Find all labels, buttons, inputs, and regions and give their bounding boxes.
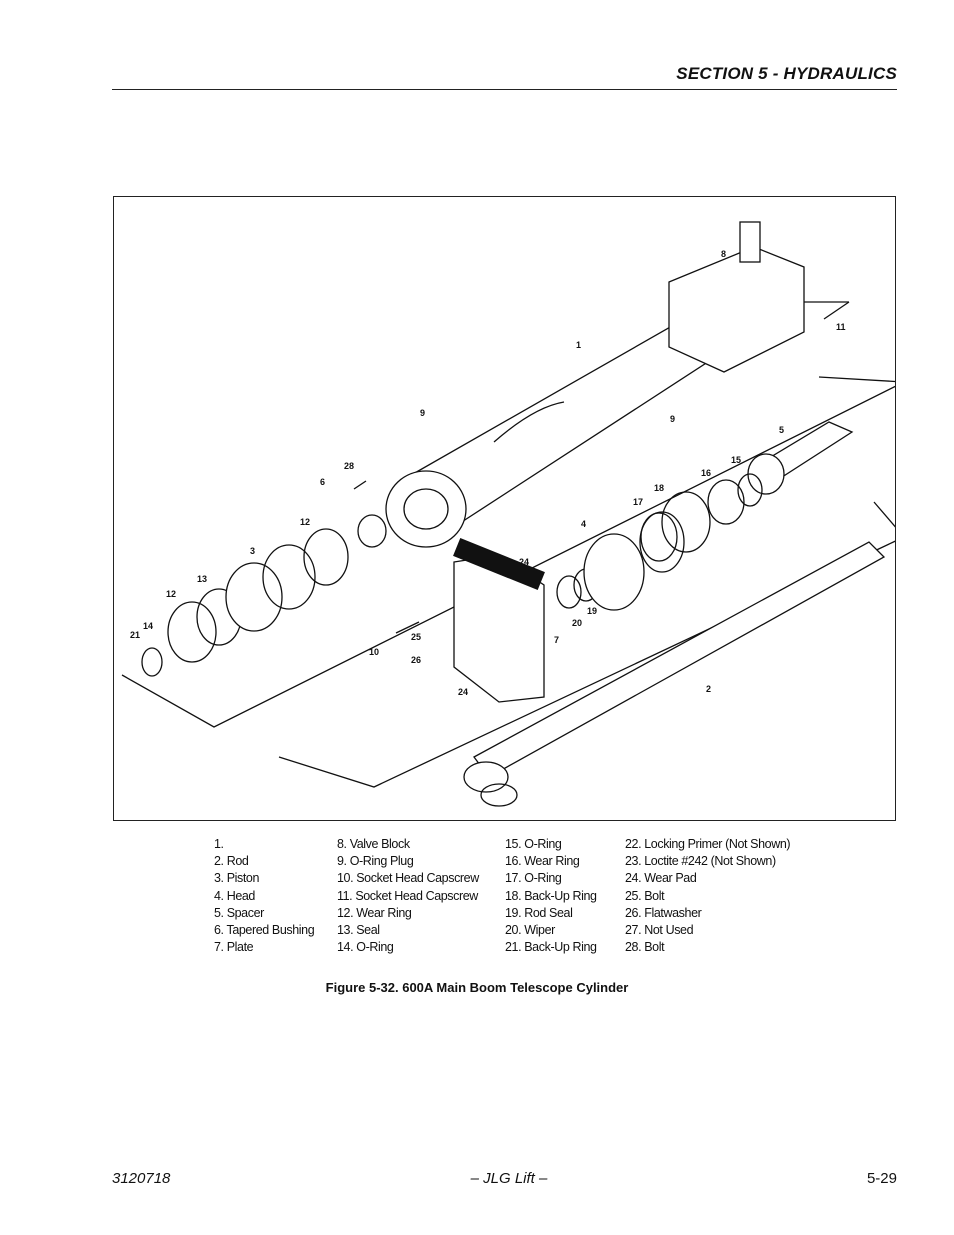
- ring-16: [707, 479, 745, 525]
- legend-item: 18. Back-Up Ring: [505, 888, 597, 903]
- footer-brand: – JLG Lift –: [470, 1170, 548, 1187]
- legend-item: 14. O-Ring: [337, 940, 394, 955]
- callout-9a: 9: [420, 408, 425, 418]
- exploded-diagram: 1 2 3 4 5 6 7 8 9 9 10 11 12 12 13 14 15…: [113, 196, 896, 821]
- callout-1: 1: [576, 340, 581, 350]
- piston: [225, 562, 283, 632]
- legend-item: 23. Loctite #242 (Not Shown): [625, 854, 776, 869]
- valve-block-stem: [739, 221, 761, 263]
- footer-doc-number: 3120718: [112, 1170, 171, 1187]
- callout-2: 2: [706, 684, 711, 694]
- callout-26: 26: [411, 655, 421, 665]
- legend-item: 25. Bolt: [625, 888, 665, 903]
- footer-page-number: 5-29: [866, 1170, 897, 1187]
- figure-caption: Figure 5-32. 600A Main Boom Telescope Cy…: [325, 980, 629, 995]
- barrel-end: [385, 470, 467, 548]
- legend-item: 9. O-Ring Plug: [337, 854, 414, 869]
- callout-10: 10: [369, 647, 379, 657]
- parts-legend-col4: 22. Locking Primer (Not Shown) 23. Locti…: [625, 836, 791, 956]
- callout-21: 21: [130, 630, 140, 640]
- callout-20: 20: [572, 618, 582, 628]
- callout-28: 28: [344, 461, 354, 471]
- head: [583, 533, 645, 611]
- callout-labels: 1 2 3 4 5 6 7 8 9 9 10 11 12 12 13 14 15…: [130, 249, 846, 697]
- callout-24a: 24: [519, 557, 529, 567]
- legend-item: 6. Tapered Bushing: [214, 923, 315, 938]
- rod-seal: [556, 575, 582, 609]
- legend-item: 13. Seal: [337, 923, 380, 938]
- legend-item: 11. Socket Head Capscrew: [337, 888, 478, 903]
- callout-12b: 12: [166, 589, 176, 599]
- section-header-title: SECTION 5 - HYDRAULICS: [676, 64, 897, 83]
- header-rule: [112, 89, 897, 90]
- legend-item: 21. Back-Up Ring: [505, 940, 597, 955]
- ring-17: [640, 512, 678, 562]
- valve-block-body: [668, 246, 805, 373]
- callout-9b: 9: [670, 414, 675, 424]
- legend-item: 2. Rod: [214, 854, 249, 869]
- callout-5: 5: [779, 425, 784, 435]
- callout-8: 8: [721, 249, 726, 259]
- callout-16: 16: [701, 468, 711, 478]
- callout-15: 15: [731, 455, 741, 465]
- legend-item: 10. Socket Head Capscrew: [337, 871, 479, 886]
- ring-21: [141, 647, 163, 677]
- callout-3: 3: [250, 546, 255, 556]
- legend-item: 17. O-Ring: [505, 871, 562, 886]
- legend-item: 3. Piston: [214, 871, 260, 886]
- legend-item: 5. Spacer: [214, 905, 264, 920]
- legend-item: 16. Wear Ring: [505, 854, 580, 869]
- bolt-10: [395, 621, 420, 634]
- parts-legend-col1: 1. 2. Rod 3. Piston 4. Head 5. Spacer 6.…: [214, 836, 315, 956]
- plane-outline-upper: [121, 376, 895, 728]
- legend-item: 20. Wiper: [505, 923, 555, 938]
- ring-12a: [167, 601, 217, 663]
- parts-legend-col2: 8. Valve Block 9. O-Ring Plug 10. Socket…: [337, 836, 479, 956]
- bolt-28: [353, 480, 367, 490]
- ring-12b: [303, 528, 349, 586]
- callout-18: 18: [654, 483, 664, 493]
- legend-item: 19. Rod Seal: [505, 905, 573, 920]
- legend-item: 27. Not Used: [625, 923, 694, 938]
- callout-13: 13: [197, 574, 207, 584]
- legend-item: 4. Head: [214, 888, 255, 903]
- parts-legend-col3: 15. O-Ring 16. Wear Ring 17. O-Ring 18. …: [505, 836, 597, 956]
- cylinder-illustration: 1 2 3 4 5 6 7 8 9 9 10 11 12 12 13 14 15…: [121, 221, 895, 807]
- ring-15: [737, 473, 763, 507]
- callout-24b: 24: [458, 687, 468, 697]
- callout-25: 25: [411, 632, 421, 642]
- legend-item: 8. Valve Block: [337, 837, 410, 851]
- plane-outline-lower: [278, 501, 895, 788]
- callout-11: 11: [836, 322, 846, 332]
- callout-4: 4: [581, 519, 586, 529]
- callout-19: 19: [587, 606, 597, 616]
- callout-6: 6: [320, 477, 325, 487]
- legend-item: 28. Bolt: [625, 940, 665, 955]
- callout-14: 14: [143, 621, 153, 631]
- callout-12a: 12: [300, 517, 310, 527]
- legend-item: 1.: [214, 837, 224, 851]
- legend-item: 12. Wear Ring: [337, 905, 412, 920]
- legend-item: 15. O-Ring: [505, 837, 562, 851]
- legend-item: 26. Flatwasher: [625, 905, 702, 920]
- callout-7: 7: [554, 635, 559, 645]
- legend-item: 22. Locking Primer (Not Shown): [625, 837, 791, 851]
- legend-item: 7. Plate: [214, 940, 254, 955]
- bushing: [357, 514, 387, 548]
- ring-18: [661, 491, 711, 553]
- callout-17: 17: [633, 497, 643, 507]
- legend-item: 24. Wear Pad: [625, 871, 697, 886]
